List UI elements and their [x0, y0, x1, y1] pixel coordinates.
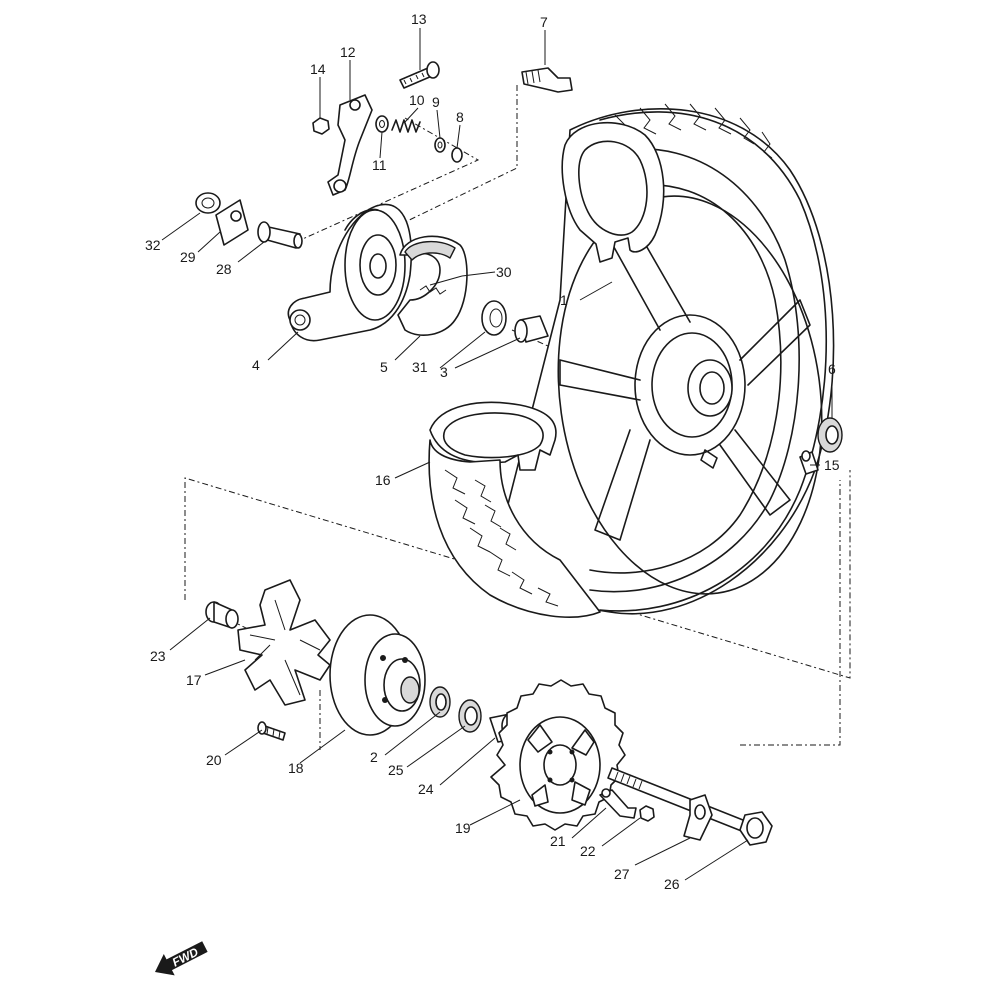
stud-bolt-20: [257, 721, 286, 741]
part-label-27: 27: [614, 866, 630, 882]
part-label-16: 16: [375, 472, 391, 488]
part-label-22: 22: [580, 843, 596, 859]
adjust-bolt: [399, 61, 440, 89]
part-label-12: 12: [340, 44, 356, 60]
part-label-29: 29: [180, 249, 196, 265]
brake-arm: [327, 94, 373, 196]
forward-direction-arrow: FWD: [155, 941, 208, 976]
part-labels: 1 2 3 4 5 6 7 8 9 10 11 12 13 14 15 16 1…: [145, 11, 840, 892]
brake-shoes: [397, 235, 468, 336]
part-label-32: 32: [145, 237, 161, 253]
part-label-7: 7: [540, 14, 548, 30]
part-label-19: 19: [455, 820, 471, 836]
part-label-8: 8: [456, 109, 464, 125]
clip: [451, 147, 463, 163]
damper-rubbers: [237, 579, 331, 706]
collar-23: [205, 601, 239, 629]
part-label-17: 17: [186, 672, 202, 688]
part-label-31: 31: [412, 359, 428, 375]
pin-washer: [434, 137, 446, 153]
oil-seal-25: [458, 699, 482, 733]
part-label-10: 10: [409, 92, 425, 108]
adjust-nut: [312, 117, 330, 135]
valve-15: [799, 450, 819, 475]
part-label-28: 28: [216, 261, 232, 277]
bearing-31: [481, 300, 507, 336]
part-label-2: 2: [370, 749, 378, 765]
part-label-30: 30: [496, 264, 512, 280]
leader-lines: [161, 28, 833, 881]
chain-adjuster-27: [683, 794, 713, 841]
bearing-6: [817, 417, 843, 453]
nut-32: [195, 192, 221, 214]
spacer-3: [514, 315, 549, 343]
part-label-14: 14: [310, 61, 326, 77]
part-label-23: 23: [150, 648, 166, 664]
part-label-4: 4: [252, 357, 260, 373]
part-label-18: 18: [288, 760, 304, 776]
part-label-15: 15: [824, 457, 840, 473]
nut-22: [639, 805, 655, 822]
washer: [375, 115, 389, 133]
part-label-13: 13: [411, 11, 427, 27]
part-label-5: 5: [380, 359, 388, 375]
bearing-2: [429, 686, 451, 718]
collar-28: [257, 221, 303, 249]
spring: [391, 119, 421, 133]
sprocket: [490, 679, 626, 831]
wear-indicator: [521, 67, 573, 93]
part-label-25: 25: [388, 762, 404, 778]
part-label-1: 1: [560, 292, 568, 308]
sprocket-hub: [329, 614, 426, 736]
lock-plate-21: [599, 788, 637, 819]
rear-wheel-tire: [428, 103, 835, 618]
part-label-6: 6: [828, 361, 836, 377]
part-label-9: 9: [432, 94, 440, 110]
bracket-29: [215, 199, 249, 246]
brake-panel: [287, 203, 413, 342]
part-label-20: 20: [206, 752, 222, 768]
part-label-3: 3: [440, 364, 448, 380]
part-label-11: 11: [372, 157, 387, 173]
part-label-24: 24: [418, 781, 434, 797]
part-label-26: 26: [664, 876, 680, 892]
part-label-21: 21: [550, 833, 566, 849]
